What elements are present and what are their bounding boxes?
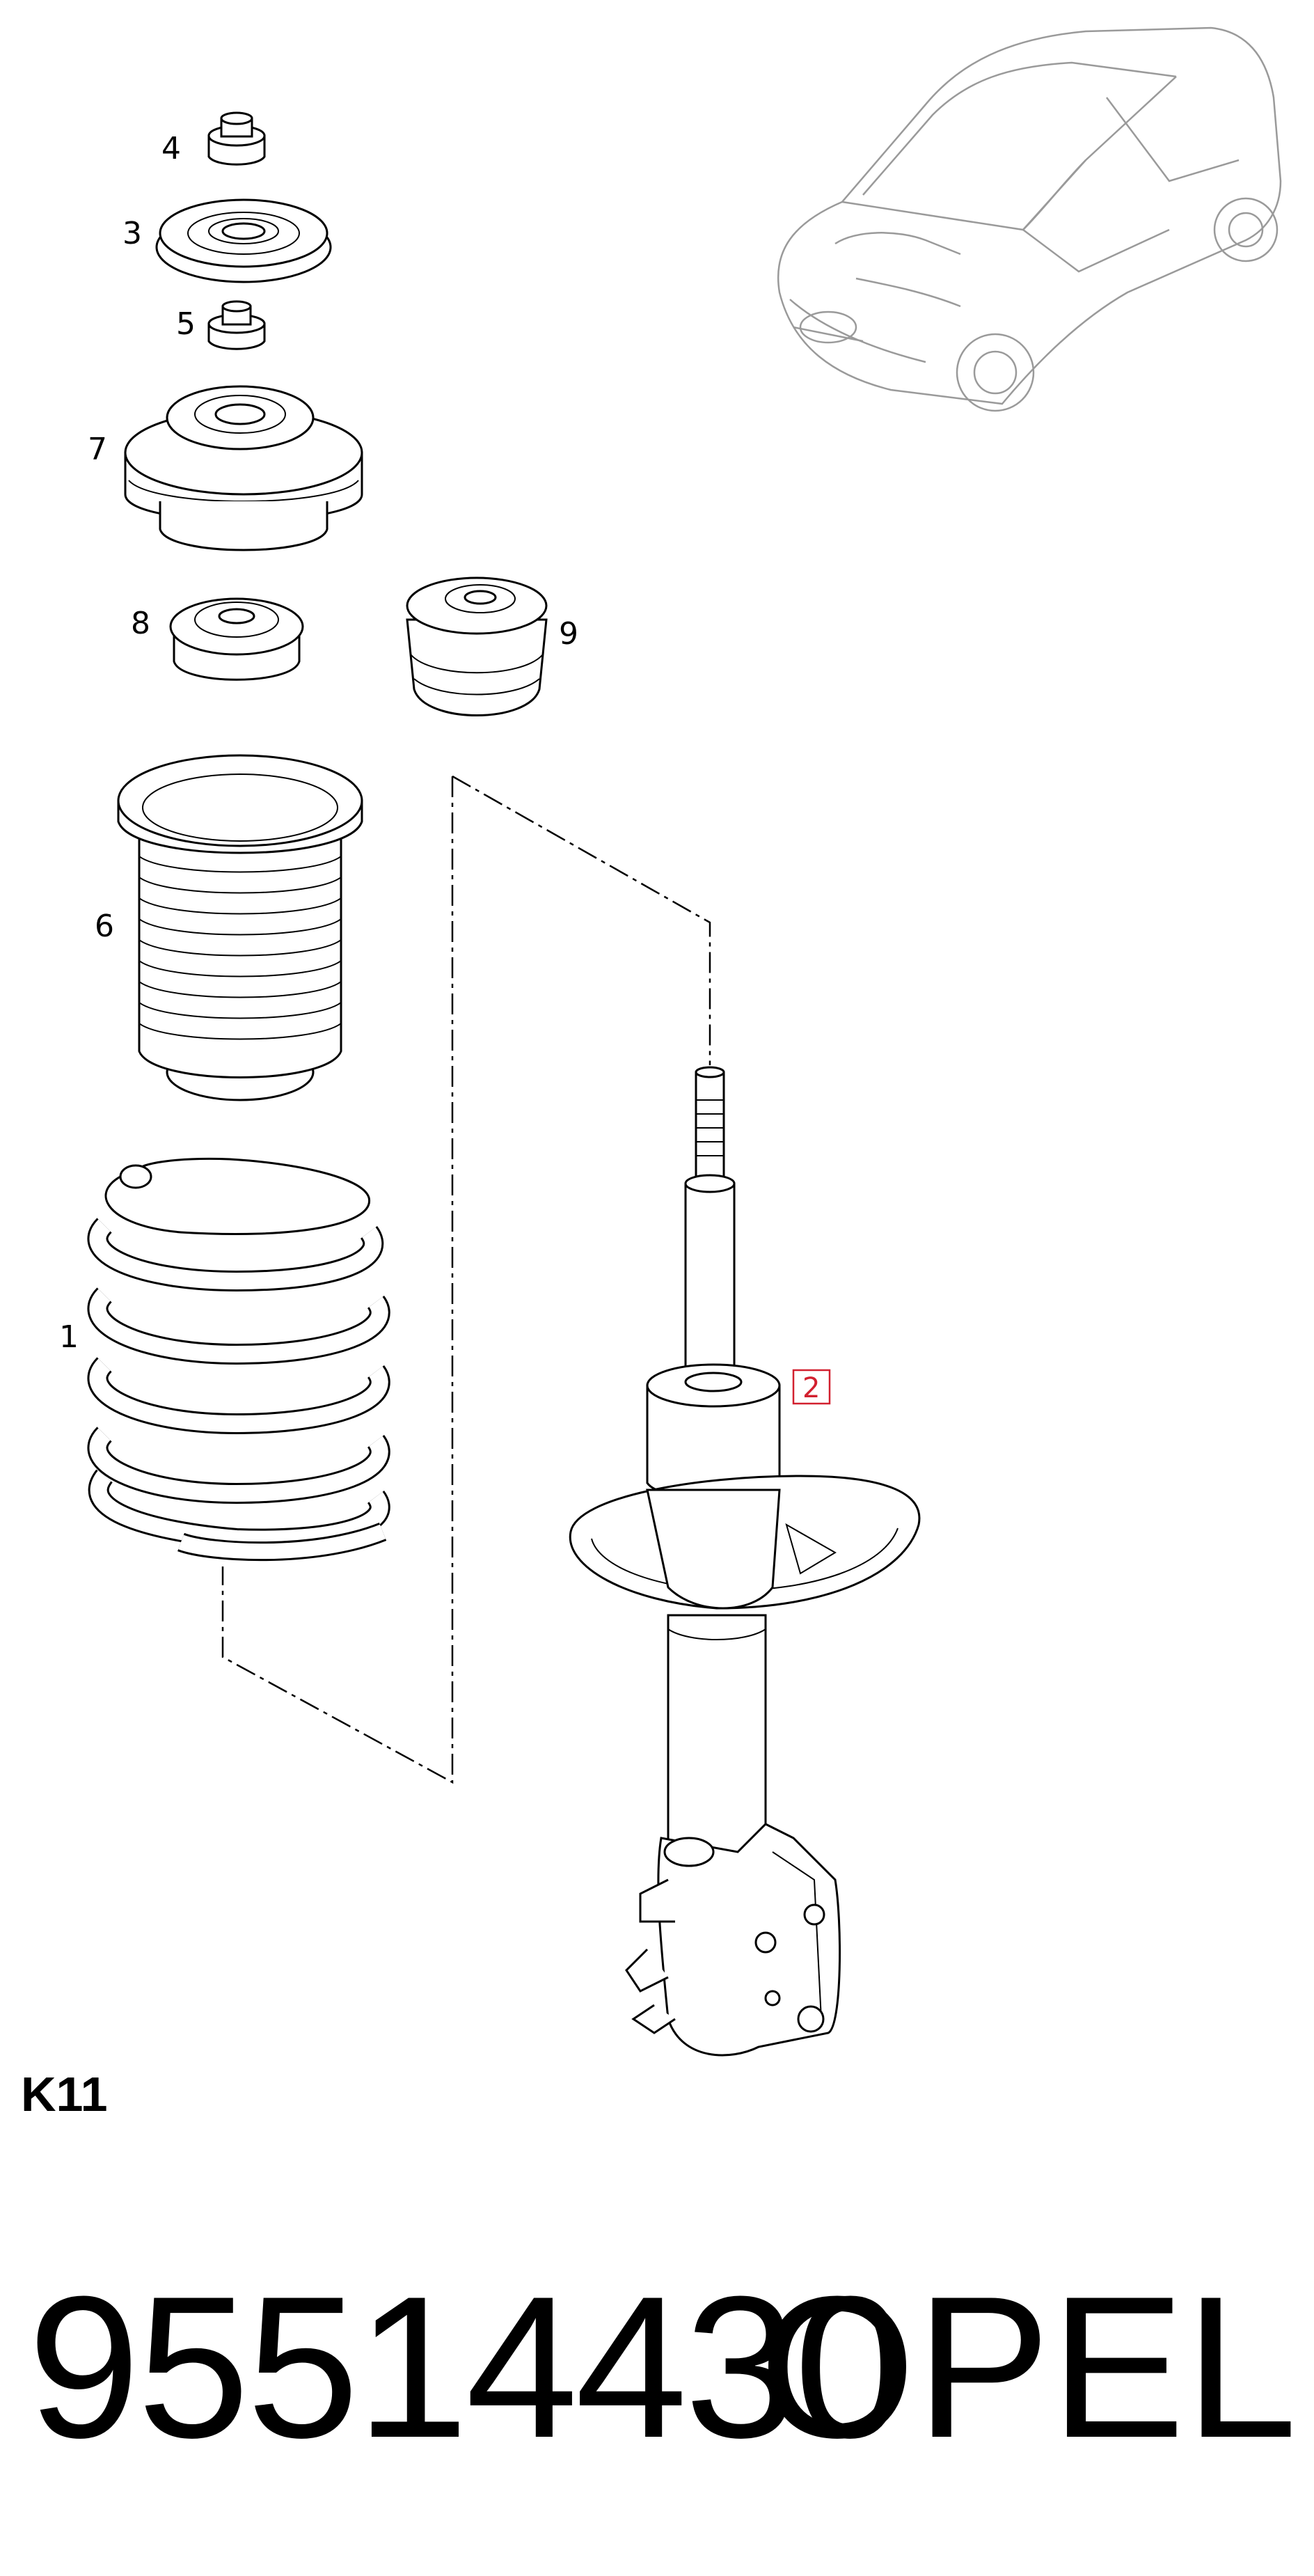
part-5-nut bbox=[207, 300, 266, 350]
group-code: K11 bbox=[21, 2067, 108, 2121]
part-number: 95514430 bbox=[28, 2254, 906, 2480]
part-9-mount bbox=[406, 576, 548, 716]
callout-3: 3 bbox=[122, 216, 142, 251]
part-4-nut bbox=[207, 111, 266, 166]
callout-2-highlight-box bbox=[792, 1369, 831, 1405]
assembly-lines bbox=[221, 775, 711, 1784]
callout-9: 9 bbox=[559, 616, 578, 652]
brand-name: OPEL bbox=[759, 2254, 1297, 2480]
callout-labels: 4 3 5 7 8 9 6 1 2 bbox=[59, 131, 831, 1405]
callout-4: 4 bbox=[161, 131, 181, 166]
callout-7: 7 bbox=[88, 432, 107, 467]
vehicle-thumbnail bbox=[777, 26, 1282, 412]
footer: 95514430 OPEL bbox=[0, 2263, 1314, 2472]
exploded-parts-diagram: 4 3 5 7 8 9 6 1 2 bbox=[59, 26, 1282, 2057]
part-2-shock-absorber bbox=[569, 1066, 921, 2057]
part-8-mount bbox=[169, 597, 304, 681]
part-6-dust-boot bbox=[117, 754, 363, 1101]
part-3-bearing-plate bbox=[155, 198, 332, 283]
callout-1: 1 bbox=[59, 1319, 79, 1355]
part-1-coil-spring bbox=[87, 1158, 390, 1562]
part-7-strut-mount bbox=[124, 385, 363, 551]
callout-8: 8 bbox=[131, 606, 150, 641]
callout-2: 2 bbox=[802, 1372, 820, 1404]
callout-5: 5 bbox=[176, 306, 196, 342]
callout-6: 6 bbox=[95, 909, 114, 944]
